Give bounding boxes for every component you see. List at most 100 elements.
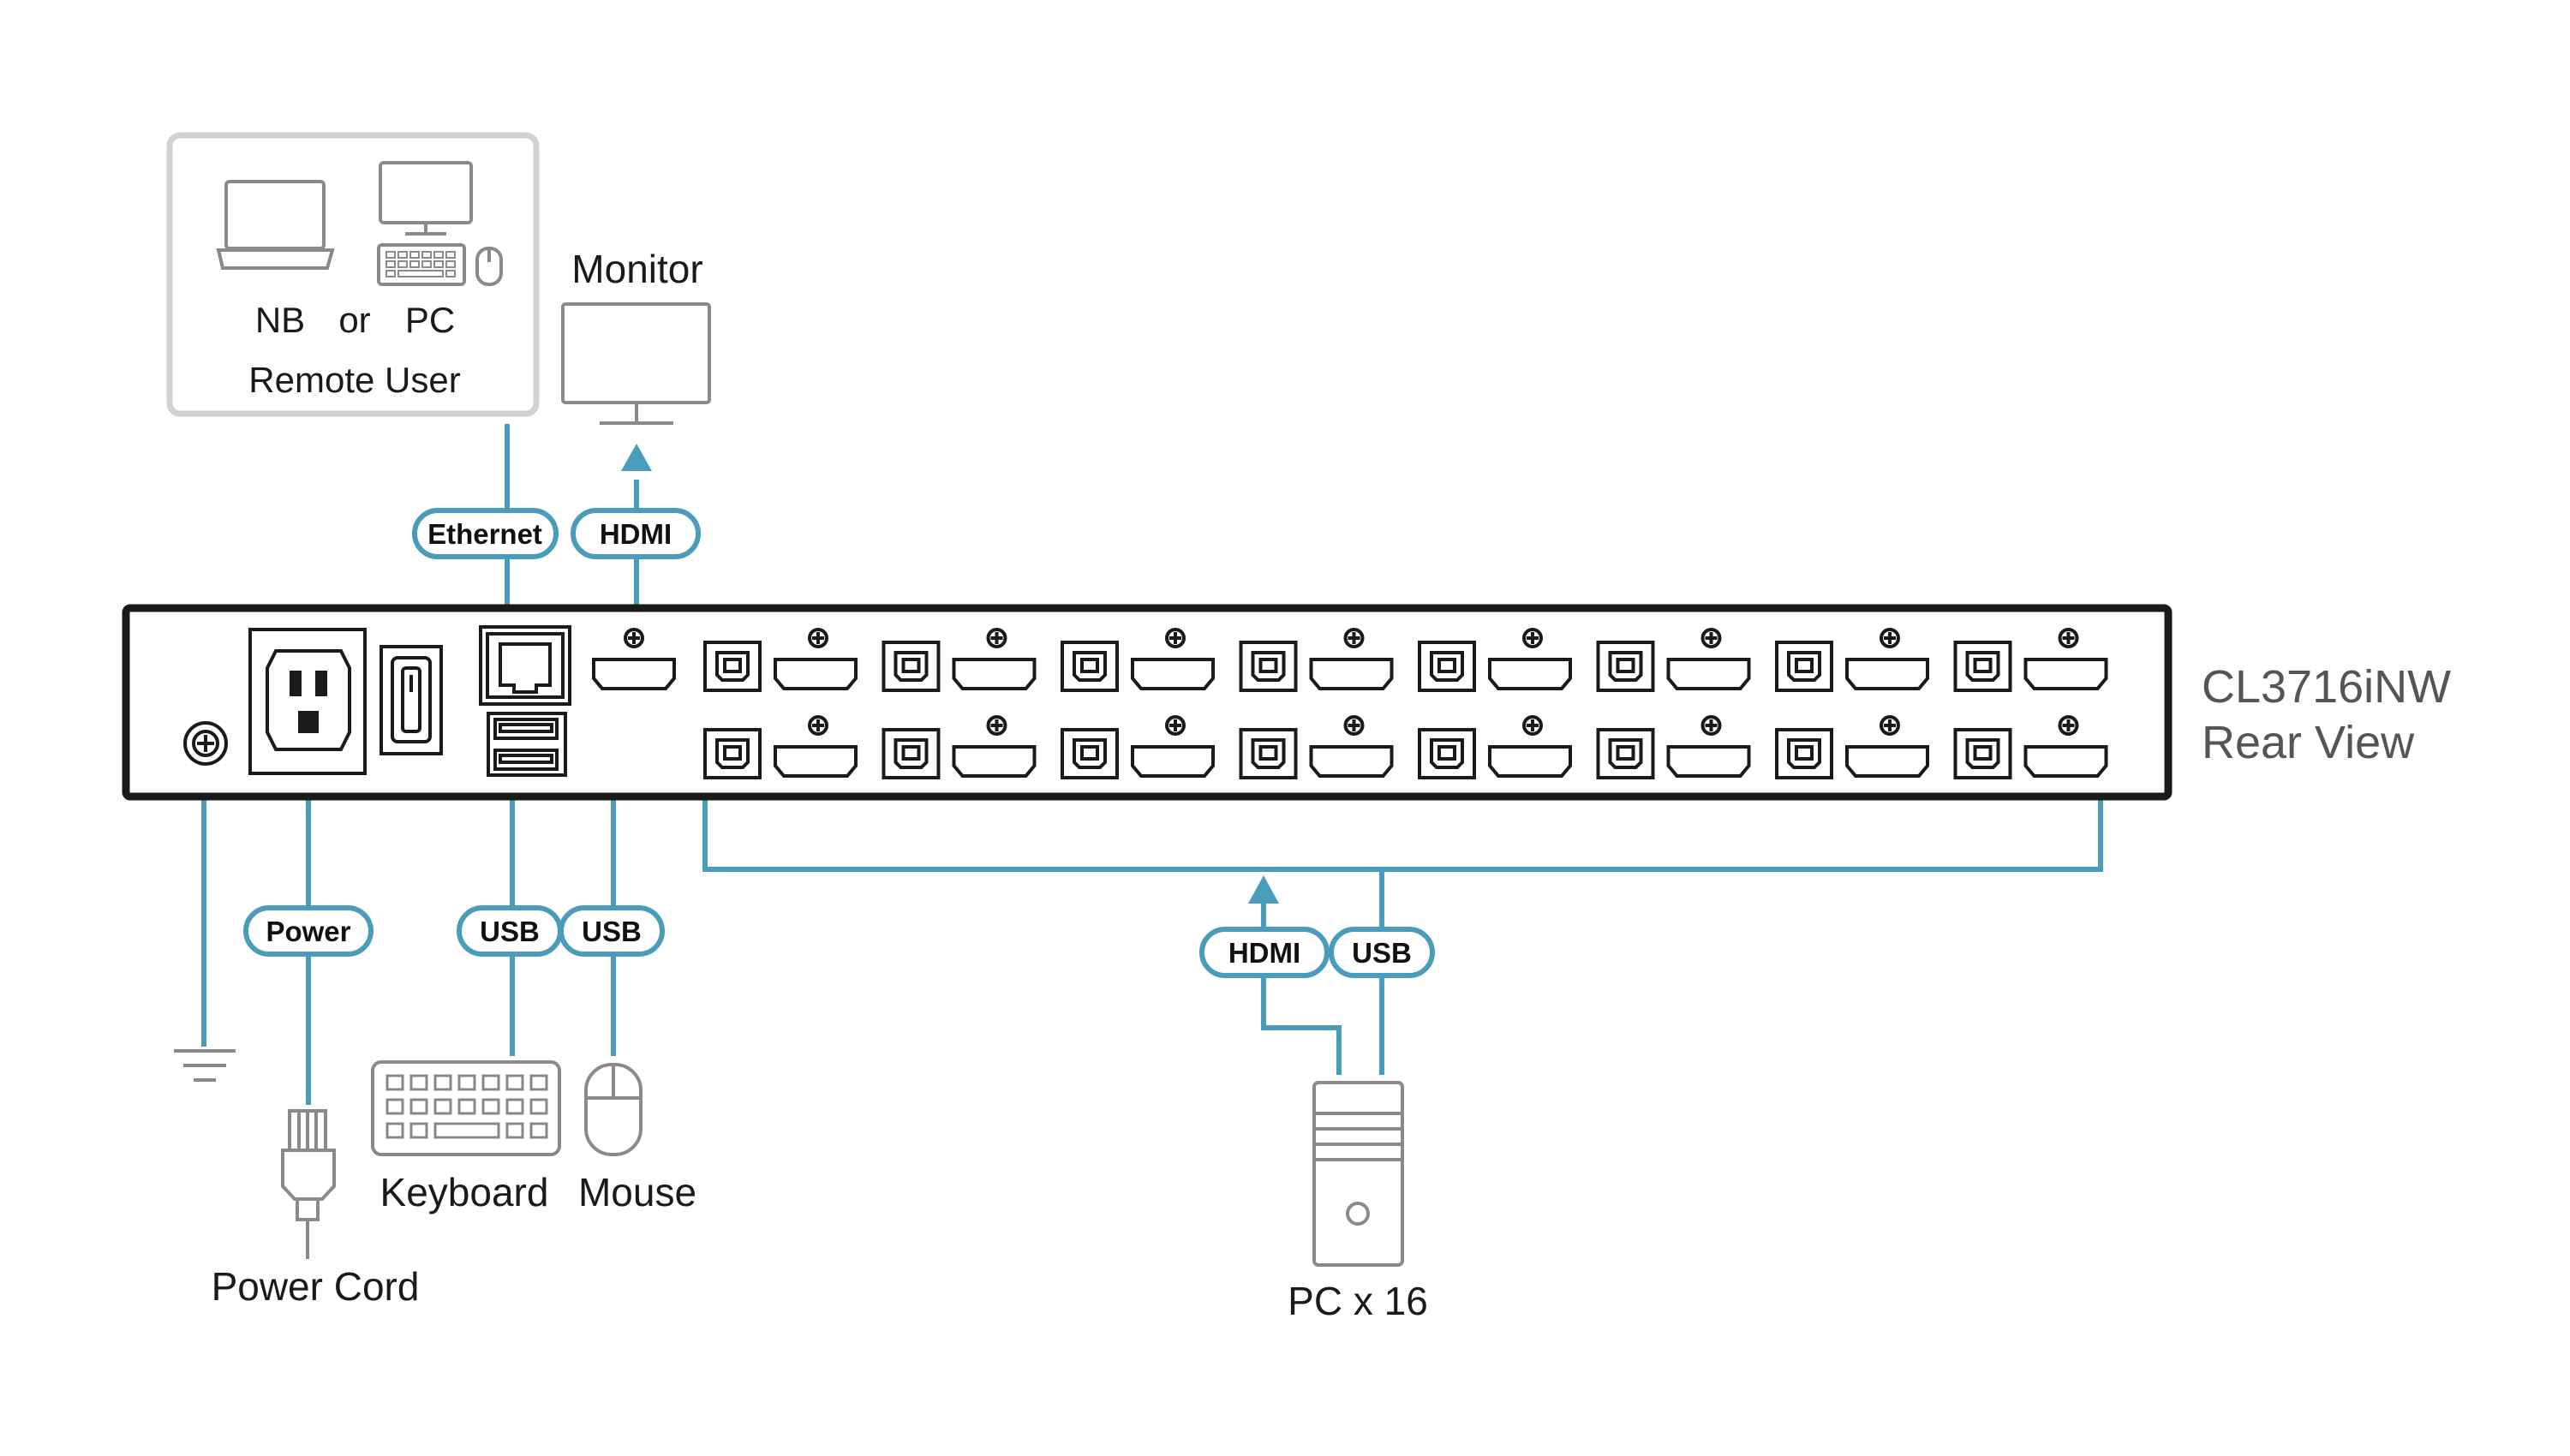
keyboard-icon (371, 1060, 561, 1156)
power-pill-text: Power (266, 916, 350, 947)
hdmi-port (774, 658, 858, 690)
hdmi-port (2023, 745, 2108, 778)
usb-b-port (1418, 641, 1476, 692)
pc-port-group (1775, 628, 1929, 692)
usb-b-port (1775, 641, 1833, 692)
monitor-label: Monitor (571, 247, 702, 291)
hdmi-port (1131, 658, 1215, 690)
usb-b-port (703, 728, 762, 779)
usb-b-port (1061, 728, 1119, 779)
ethernet-pill-text: Ethernet (427, 518, 542, 550)
usb-mouse-pill-text: USB (582, 916, 642, 947)
mouse-icon (584, 1063, 642, 1156)
power-plug-icon (281, 1109, 336, 1259)
keyboard-key (409, 1122, 428, 1139)
keyboard-key (386, 1074, 404, 1091)
kvm-rear-panel: CL3716iNW Rear View (122, 604, 2451, 801)
keyboard-key (433, 1122, 500, 1139)
usb-pc-pill-text: USB (1352, 937, 1412, 969)
pc-port-group (882, 628, 1037, 692)
usb-b-port (1061, 641, 1119, 692)
keyboard-keys (386, 1074, 548, 1139)
ethernet-port (479, 625, 571, 706)
screw-icon (1522, 715, 1543, 736)
usb-pc-pill: USB (1329, 927, 1435, 978)
hdmi-port (1666, 658, 1751, 690)
screw-icon (1880, 715, 1900, 736)
pc-port-group (1061, 715, 1215, 779)
power-pill: Power (243, 905, 374, 957)
ethernet-pill: Ethernet (412, 508, 559, 559)
keyboard-key (505, 1074, 524, 1091)
hdmi-port (1309, 745, 1394, 778)
screw-icon (1165, 715, 1186, 736)
pc-port-group (1596, 628, 1751, 692)
hdmi-port (1131, 745, 1215, 778)
screw-icon (1165, 628, 1186, 648)
hdmi-port (2023, 658, 2108, 690)
pc-tower-icon (1312, 1081, 1404, 1267)
pc-port-group (1596, 715, 1751, 779)
keyboard-key (481, 1074, 500, 1091)
keyboard-key (505, 1098, 524, 1115)
usb-mouse-pill: USB (559, 905, 665, 957)
pc-port-group (1239, 715, 1394, 779)
keyboard-key (481, 1098, 500, 1115)
keyboard-key (433, 1074, 452, 1091)
keyboard-key (529, 1098, 548, 1115)
usb-b-port (1418, 728, 1476, 779)
keyboard-key (386, 1122, 404, 1139)
pc-port-group (1239, 628, 1394, 692)
usb-b-port (1953, 641, 2012, 692)
laptop-icon (216, 180, 335, 270)
power-switch (380, 645, 443, 755)
hdmi-monitor-arrow (621, 444, 652, 471)
usb-b-port (882, 641, 941, 692)
or-label: or (338, 300, 370, 340)
usb-b-port (703, 641, 762, 692)
hdmi-port (1488, 745, 1572, 778)
pc-bus-cable (702, 786, 2103, 872)
ground-symbol-icon (174, 1049, 236, 1082)
keyboard-key (386, 1098, 404, 1115)
pc-port-groups (703, 628, 2108, 779)
screw-icon (1343, 628, 1365, 648)
pc-port-group (703, 715, 858, 779)
hdmi-pc-pill-text: HDMI (1228, 937, 1300, 969)
keyboard-key (433, 1098, 452, 1115)
usb-keyboard-pill: USB (457, 905, 563, 957)
hdmi-port (952, 745, 1037, 778)
keyboard-key (529, 1122, 548, 1139)
screw-icon (1700, 628, 1722, 648)
usb-b-port (1239, 641, 1298, 692)
screw-icon (1343, 715, 1365, 736)
mouse-label: Mouse (578, 1170, 696, 1214)
screw-icon (1700, 715, 1722, 736)
remote-user-panel: NB or PC Remote User (166, 132, 540, 417)
monitor: Monitor (561, 247, 711, 425)
usb-b-port (1775, 728, 1833, 779)
hdmi-port (1666, 745, 1751, 778)
console-hdmi-port (592, 628, 676, 690)
hdmi-port (1845, 658, 1929, 690)
model-name: CL3716iNW (2202, 661, 2451, 713)
pc-port-group (1061, 628, 1215, 692)
view-label: Rear View (2202, 717, 2415, 768)
screw-icon (986, 628, 1007, 648)
pc-group-label: PC x 16 (1288, 1279, 1428, 1323)
pc-label: PC (405, 300, 455, 340)
hdmi-port (1309, 658, 1394, 690)
power-inlet (248, 628, 367, 775)
screw-icon (986, 715, 1007, 736)
screw-icon (808, 628, 828, 648)
screw-icon (1522, 628, 1543, 648)
hdmi-port (774, 745, 858, 778)
hdmi-monitor-pill-text: HDMI (600, 518, 672, 550)
nb-label: NB (255, 300, 305, 340)
keyboard-key (457, 1098, 476, 1115)
hdmi-port (952, 658, 1037, 690)
pc-port-group (1953, 628, 2108, 692)
power-cord-label: Power Cord (212, 1264, 420, 1309)
keyboard-key (409, 1098, 428, 1115)
